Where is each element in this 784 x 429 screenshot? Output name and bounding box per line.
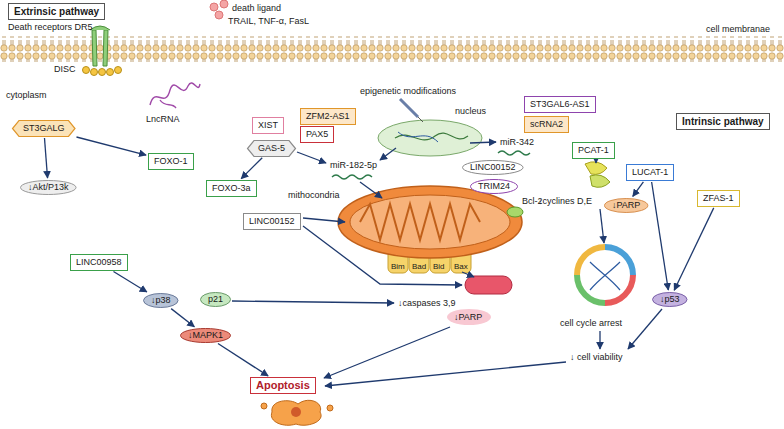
node-text: ↓MAPK1 <box>188 330 223 340</box>
label: miR-342 <box>500 137 534 148</box>
label: ↓ cell viability <box>570 352 623 363</box>
label: death ligand <box>232 3 281 14</box>
lncrna-box: scRNA2 <box>524 116 569 133</box>
lncrna-box: GAS-5 <box>247 140 296 157</box>
node-text: ↓PARP <box>612 200 640 210</box>
label: Bim <box>391 261 405 272</box>
node-text: scRNA2 <box>530 119 563 129</box>
label: Bax <box>454 261 468 272</box>
node-text: Extrinsic pathway <box>14 6 99 17</box>
label: cell cycle arrest <box>560 318 622 329</box>
apoptotic-cell <box>261 400 333 425</box>
lncrna-box: LUCAT-1 <box>626 164 674 181</box>
node-text: ZFAS-1 <box>703 193 734 203</box>
connector-arrow <box>674 208 714 290</box>
node-text: LINC00152 <box>249 216 295 226</box>
label: cell membranae <box>706 24 770 35</box>
node-text: ST3GALG <box>23 123 65 133</box>
lncrna-box: PAX5 <box>300 126 334 143</box>
outcome-box: Apoptosis <box>250 377 316 394</box>
label: Bid <box>433 261 445 272</box>
connector-arrow <box>633 182 644 197</box>
lncrna-box: ST3GAL6-AS1 <box>524 96 596 113</box>
death-receptor <box>83 26 122 76</box>
label: nucleus <box>455 106 486 117</box>
node-text: LUCAT-1 <box>632 167 668 177</box>
label: Death receptors DR5 <box>8 22 93 33</box>
node-text: PCAT-1 <box>578 145 609 155</box>
membrane <box>0 36 784 62</box>
label: TRAIL, TNF-α, FasL <box>228 16 309 27</box>
label: LncRNA <box>146 114 180 125</box>
node-text: FOXO-3a <box>212 183 251 193</box>
pathway-title: Extrinsic pathway <box>8 3 105 20</box>
node-text: LINC00958 <box>76 257 122 267</box>
lncrna-box: PCAT-1 <box>572 142 615 159</box>
connector-arrow <box>171 309 194 327</box>
connector-arrow <box>113 272 146 292</box>
connector-arrow <box>652 182 669 290</box>
node-text: ZFM2-AS1 <box>306 111 350 121</box>
cyclin-icon <box>585 162 610 188</box>
lncrna-oval: LINC00152 <box>462 160 524 175</box>
syringe <box>400 99 423 122</box>
node-text: Intrinsic pathway <box>682 116 764 127</box>
node-text: PAX5 <box>306 129 328 139</box>
caspase-icon <box>447 276 512 325</box>
effect-oval: ↓Akt/P13k <box>20 180 77 195</box>
node-text: GAS-5 <box>258 143 285 153</box>
label: Bad <box>412 261 426 272</box>
label: ↓caspases 3,9 <box>398 298 456 309</box>
lncrna-box: ZFM2-AS1 <box>300 108 356 125</box>
pathway-title: Intrinsic pathway <box>676 113 770 130</box>
lncrna-box: LINC00152 <box>243 213 301 230</box>
connector-arrow <box>241 158 262 179</box>
node-text: LINC00152 <box>470 162 516 172</box>
death-ligand <box>210 0 228 19</box>
effect-oval: ↓PARP <box>604 198 648 213</box>
mitochondria <box>338 186 523 273</box>
label: DISC <box>54 64 76 75</box>
target-oval: TRIM24 <box>470 179 518 194</box>
node-text: p21 <box>208 294 223 304</box>
lncrna-box: ZFAS-1 <box>697 190 740 207</box>
node-text: ↓p53 <box>660 294 680 304</box>
target-box: FOXO-1 <box>148 153 194 170</box>
lncrna-box: ST3GALG <box>12 120 76 137</box>
pathway-arrow <box>232 142 662 386</box>
connector-arrow <box>218 344 268 376</box>
node-text: ST3GAL6-AS1 <box>530 99 590 109</box>
node-text: XIST <box>258 120 278 130</box>
label: ↓cyclines D,E <box>538 196 592 207</box>
label: mithocondria <box>288 190 340 201</box>
node-text: ↓Akt/P13k <box>28 182 69 192</box>
lncrna-box: LINC00958 <box>70 254 128 271</box>
lncrna-box: XIST <box>252 117 284 134</box>
target-box: FOXO-3a <box>206 180 257 197</box>
connector-arrow <box>44 138 47 178</box>
node-text: TRIM24 <box>478 181 510 191</box>
node-text: ↓p38 <box>151 295 171 305</box>
node-text: FOXO-1 <box>154 156 188 166</box>
node-text: Apoptosis <box>256 379 310 391</box>
lncrna-icon <box>150 83 200 108</box>
label: epigenetic modifications <box>360 86 456 97</box>
cell-cycle-icon <box>577 247 633 303</box>
label: miR-182-5p <box>330 160 377 171</box>
connector-arrow <box>76 137 146 155</box>
label: ↓PARP <box>454 312 482 323</box>
effect-oval: ↓p38 <box>143 293 179 308</box>
effect-oval: p21 <box>200 292 231 307</box>
effect-oval: ↓p53 <box>652 292 688 307</box>
effect-oval: ↓MAPK1 <box>180 328 231 343</box>
label: cytoplasm <box>6 90 47 101</box>
